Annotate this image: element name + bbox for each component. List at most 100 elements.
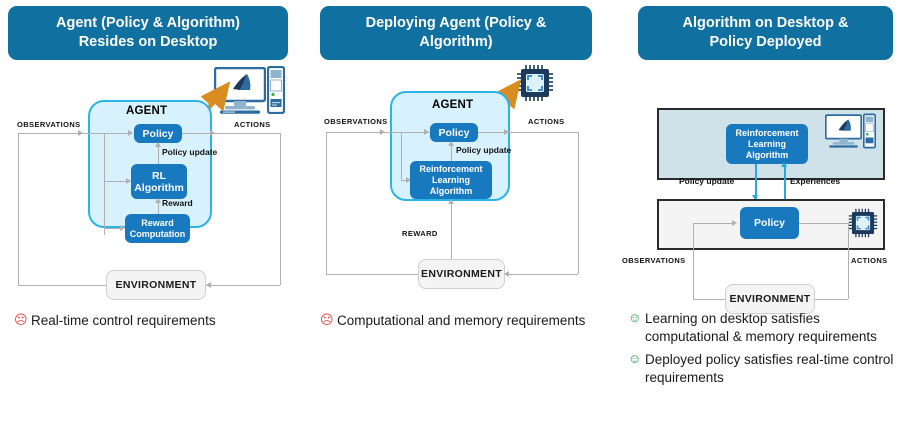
- caption-text: Real-time control requirements: [31, 313, 216, 328]
- environment-box: ENVIRONMENT: [106, 270, 206, 300]
- policy-update-arrow: [752, 195, 758, 200]
- rl-algorithm-line1: RL: [152, 169, 166, 182]
- observations-arrow: [732, 219, 737, 226]
- panel-3-diagram: Reinforcement Learning Algorithm Policy …: [620, 62, 900, 314]
- panel-3-header-line1: Algorithm on Desktop &: [682, 15, 849, 31]
- obs-feedback-down: [18, 133, 19, 285]
- policy-update-line: [755, 164, 757, 199]
- reward-label: REWARD: [402, 229, 438, 238]
- caption-text: Computational and memory requirements: [337, 313, 586, 328]
- policy-in-arrow: [128, 129, 133, 136]
- policy-update-arrow: [447, 141, 454, 146]
- rl-algorithm-line1: Reinforcement: [735, 127, 799, 138]
- panel-2-header-line2: Algorithm): [419, 34, 493, 50]
- observations-arrow: [78, 129, 83, 136]
- environment-box: ENVIRONMENT: [725, 284, 815, 314]
- pc-tower-icon: [266, 65, 286, 119]
- policy-update-label: Policy update: [456, 145, 512, 155]
- reward-line: [158, 199, 159, 216]
- observations-down-line: [693, 223, 694, 299]
- obs-feedback-bottom: [18, 285, 106, 286]
- environment-box: ENVIRONMENT: [418, 259, 505, 289]
- act-feedback-down: [578, 132, 579, 274]
- observations-line: [18, 133, 132, 134]
- panel-agent-resides-on-desktop: Agent (Policy & Algorithm) Resides on De…: [0, 0, 310, 425]
- panel-2-captions: ☹ Computational and memory requirements: [320, 312, 600, 336]
- act-feedback-bottom: [504, 274, 578, 275]
- agent-label: AGENT: [432, 99, 474, 111]
- observations-into-policy-line: [693, 223, 734, 224]
- policy-update-arrow: [154, 142, 161, 147]
- policy-in-arrow: [424, 128, 429, 135]
- caption-text: Learning on desktop satisfies computatio…: [645, 311, 877, 344]
- panel-1-diagram: AGENT OBSERVATIONS ACTIONS Policy Policy…: [0, 62, 310, 312]
- actions-arrow: [504, 128, 509, 135]
- panel-3-header-line2: Policy Deployed: [709, 34, 822, 50]
- experiences-label: Experiences: [790, 176, 841, 186]
- policy-box: Policy: [430, 123, 478, 142]
- desktop-monitor-icon: [824, 114, 863, 154]
- bus-to-algorithm-arrow: [126, 177, 131, 184]
- microchip-icon: [848, 208, 878, 243]
- bus-to-algorithm-line: [104, 181, 128, 182]
- rl-algorithm-line2: Algorithm: [134, 181, 184, 194]
- bus-to-reward-line: [104, 228, 122, 229]
- rl-algorithm-line3: Algorithm: [745, 149, 789, 160]
- observations-label: OBSERVATIONS: [17, 120, 81, 129]
- panel-2-diagram: AGENT OBSERVATIONS ACTIONS Policy Policy…: [318, 62, 618, 312]
- panel-2-header-line1: Deploying Agent (Policy &: [365, 15, 547, 31]
- bus-to-algorithm-line: [401, 180, 407, 181]
- experiences-line: [784, 164, 786, 199]
- actions-label: ACTIONS: [528, 117, 565, 126]
- bus-to-algorithm-arrow: [406, 176, 411, 183]
- panel-3-captions: ☺ Learning on desktop satisfies computat…: [628, 310, 900, 392]
- policy-box: Policy: [134, 124, 182, 143]
- observations-label: OBSERVATIONS: [622, 256, 686, 265]
- policy-update-label: Policy update: [679, 176, 735, 186]
- panel-1-header-line1: Agent (Policy & Algorithm): [56, 15, 240, 31]
- microchip-icon: [516, 64, 554, 107]
- rl-algorithm-box: Reinforcement Learning Algorithm: [726, 124, 808, 164]
- agent-internal-bus: [401, 132, 402, 180]
- happy-face-icon: ☺: [628, 310, 642, 325]
- panel-1-captions: ☹ Real-time control requirements: [14, 312, 300, 336]
- rl-algorithm-box: Reinforcement Learning Algorithm: [410, 161, 492, 199]
- policy-box: Policy: [740, 207, 799, 239]
- policy-update-line: [158, 143, 159, 176]
- reward-label: Reward: [162, 198, 193, 208]
- experiences-arrow: [781, 162, 787, 167]
- actions-line: [182, 133, 280, 134]
- act-feedback-down: [280, 133, 281, 285]
- panel-algorithm-on-desktop: Algorithm on Desktop & Policy Deployed: [620, 0, 900, 425]
- agent-internal-bus: [104, 133, 105, 235]
- actions-label: ACTIONS: [234, 120, 271, 129]
- actions-label: ACTIONS: [851, 256, 888, 265]
- actions-line: [478, 132, 578, 133]
- pc-tower-icon: [862, 113, 877, 154]
- observations-line: [326, 132, 430, 133]
- panel-3-header: Algorithm on Desktop & Policy Deployed: [638, 6, 893, 60]
- caption-text: Deployed policy satisfies real-time cont…: [645, 352, 894, 385]
- actions-out-line: [799, 223, 848, 224]
- obs-feedback-bottom: [326, 274, 418, 275]
- policy-update-line: [451, 142, 452, 163]
- happy-face-icon: ☺: [628, 351, 642, 366]
- caption-item: ☹ Computational and memory requirements: [320, 312, 600, 330]
- caption-item: ☺ Deployed policy satisfies real-time co…: [628, 351, 900, 386]
- caption-item: ☺ Learning on desktop satisfies computat…: [628, 310, 900, 345]
- observations-arrow: [380, 128, 385, 135]
- sad-face-icon: ☹: [14, 312, 28, 327]
- actions-down-line: [848, 223, 849, 299]
- rl-algorithm-line2: Learning: [747, 138, 786, 149]
- panel-1-header-line2: Resides on Desktop: [78, 34, 218, 50]
- reward-computation-line1: Reward: [141, 217, 174, 228]
- policy-update-label: Policy update: [162, 147, 218, 157]
- rl-algorithm-box: RL Algorithm: [131, 164, 187, 199]
- reward-arrow: [154, 198, 161, 203]
- panel-2-header: Deploying Agent (Policy & Algorithm): [320, 6, 592, 60]
- observations-bottom-line: [693, 299, 725, 300]
- agent-label: AGENT: [126, 105, 168, 117]
- rl-algorithm-line2: Learning: [431, 174, 470, 185]
- panel-deploying-agent: Deploying Agent (Policy & Algorithm): [318, 0, 618, 425]
- rl-algorithm-line3: Algorithm: [429, 185, 473, 196]
